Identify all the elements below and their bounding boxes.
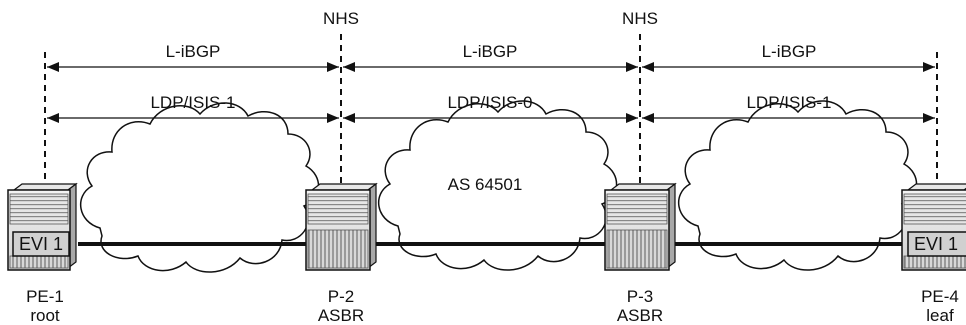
- igp-label-2: LDP/ISIS-0: [447, 93, 532, 112]
- cloud-center: [377, 100, 618, 271]
- igp-label-1: LDP/ISIS-1: [150, 93, 235, 112]
- node-name-p2: P-2: [328, 287, 354, 306]
- evi-box-pe4: [907, 231, 966, 257]
- evi-label-pe4: EVI 1: [914, 234, 958, 254]
- libgp-label-3: L-iBGP: [762, 42, 817, 61]
- nhs-label-p3: NHS: [622, 9, 658, 28]
- router-p3: [604, 182, 677, 271]
- router-pe4: EVI 1: [901, 183, 966, 271]
- node-name-pe4: PE-4: [921, 287, 959, 306]
- libgp-label-2: L-iBGP: [463, 42, 518, 61]
- router-p2: [305, 182, 378, 271]
- nhs-label-p2: NHS: [323, 9, 359, 28]
- node-name-pe1: PE-1: [26, 287, 64, 306]
- node-name-p3: P-3: [627, 287, 653, 306]
- router-pe1: EVI 1: [7, 182, 78, 271]
- evi-box-pe1: [12, 231, 70, 257]
- igp-label-3: LDP/ISIS-1: [746, 93, 831, 112]
- node-role-p2: ASBR: [318, 306, 364, 325]
- libgp-label-1: L-iBGP: [166, 42, 221, 61]
- cloud-left: [79, 102, 320, 273]
- node-role-pe4: leaf: [926, 306, 954, 325]
- evi-label-pe1: EVI 1: [19, 234, 63, 254]
- node-role-pe1: root: [30, 306, 60, 325]
- node-role-p3: ASBR: [617, 306, 663, 325]
- as-label: AS 64501: [448, 175, 523, 194]
- cloud-right: [677, 100, 918, 271]
